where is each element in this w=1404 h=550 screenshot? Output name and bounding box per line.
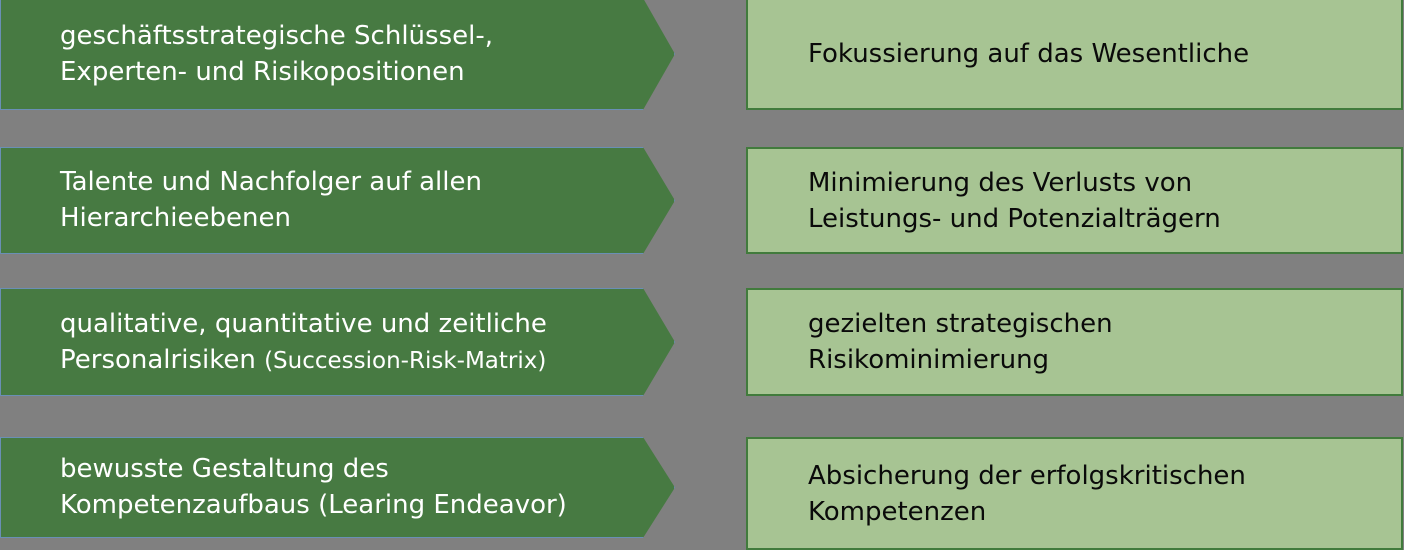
arrow-label-4: bewusste Gestaltung des Kompetenzaufbaus…: [1, 451, 617, 524]
box-shape-3[interactable]: gezielten strategischen Risikominimierun…: [746, 288, 1403, 396]
box-row-1: Fokussierung auf das Wesentliche: [746, 0, 1403, 110]
box-label-1-line1: Fokussierung auf das Wesentliche: [808, 39, 1250, 69]
box-label-3-line2: Risikominimierung: [808, 345, 1050, 375]
box-shape-4[interactable]: Absicherung der erfolgskritischen Kompet…: [746, 437, 1403, 550]
arrow-row-3: qualitative, quantitative und zeitliche …: [0, 288, 675, 396]
box-row-3: gezielten strategischen Risikominimierun…: [746, 288, 1403, 396]
arrow-shape-1[interactable]: geschäftsstrategische Schlüssel-, Expert…: [0, 0, 675, 110]
box-label-3: gezielten strategischen Risikominimierun…: [748, 306, 1143, 378]
box-label-4: Absicherung der erfolgskritischen Kompet…: [748, 458, 1276, 530]
box-label-1: Fokussierung auf das Wesentliche: [748, 36, 1279, 72]
box-row-4: Absicherung der erfolgskritischen Kompet…: [746, 437, 1403, 550]
arrow-shape-4[interactable]: bewusste Gestaltung des Kompetenzaufbaus…: [0, 437, 675, 538]
arrow-label-2: Talente und Nachfolger auf allen Hierarc…: [1, 164, 532, 237]
arrow-label-4-line1: bewusste Gestaltung des: [60, 454, 389, 484]
arrow-label-1-line2: Experten- und Risikopositionen: [60, 56, 465, 87]
box-label-4-line1: Absicherung der erfolgskritischen: [808, 460, 1246, 491]
arrow-row-4: bewusste Gestaltung des Kompetenzaufbaus…: [0, 437, 675, 538]
arrow-label-1-line1: geschäftsstrategische Schlüssel-,: [60, 20, 493, 51]
arrow-label-2-line1: Talente und Nachfolger auf allen: [60, 167, 482, 197]
box-label-4-line2: Kompetenzen: [808, 496, 987, 527]
box-label-3-line1: gezielten strategischen: [808, 309, 1113, 339]
arrow-row-1: geschäftsstrategische Schlüssel-, Expert…: [0, 0, 675, 110]
arrow-shape-3[interactable]: qualitative, quantitative und zeitliche …: [0, 288, 675, 396]
arrow-label-2-line2: Hierarchieebenen: [60, 203, 291, 233]
arrow-label-3-line1: qualitative, quantitative und zeitliche: [60, 308, 547, 339]
arrow-label-3: qualitative, quantitative und zeitliche …: [1, 306, 597, 379]
arrow-label-3-note: (Succession-Risk-Matrix): [264, 347, 547, 374]
arrow-shape-2[interactable]: Talente und Nachfolger auf allen Hierarc…: [0, 147, 675, 254]
box-row-2: Minimierung des Verlusts von Leistungs- …: [746, 147, 1403, 254]
box-label-2-line1: Minimierung des Verlusts von: [808, 167, 1193, 198]
box-label-2-line2: Leistungs- und Potenzialträgern: [808, 203, 1221, 234]
box-label-2: Minimierung des Verlusts von Leistungs- …: [748, 165, 1251, 237]
box-shape-2[interactable]: Minimierung des Verlusts von Leistungs- …: [746, 147, 1403, 254]
box-shape-1[interactable]: Fokussierung auf das Wesentliche: [746, 0, 1403, 110]
arrow-label-3-line2: Personalrisiken: [60, 344, 265, 375]
arrow-row-2: Talente und Nachfolger auf allen Hierarc…: [0, 147, 675, 254]
arrow-label-4-line2: Kompetenzaufbaus (Learing Endeavor): [60, 490, 567, 520]
arrow-label-1: geschäftsstrategische Schlüssel-, Expert…: [1, 18, 543, 91]
